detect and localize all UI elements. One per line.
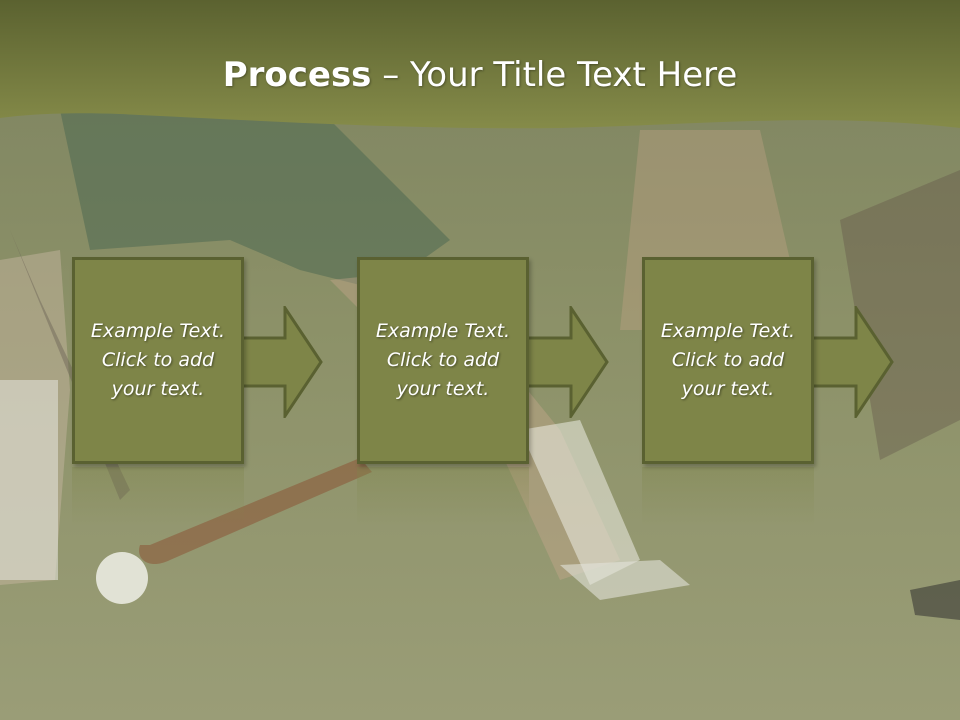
hockey-stick [139, 458, 372, 565]
sock-left [0, 380, 58, 580]
hockey-ball [96, 552, 148, 604]
title-rest: – Your Title Text Here [371, 55, 738, 95]
slide-title[interactable]: Process – Your Title Text Here [0, 52, 960, 98]
box-reflection-2 [357, 467, 529, 525]
box-reflection-1 [72, 467, 244, 525]
player-shoe-right [910, 580, 960, 620]
box-reflection-3 [642, 467, 814, 525]
header-band [0, 0, 960, 129]
step-box-3[interactable]: Example Text. Click to add your text. [642, 257, 814, 464]
arrow-2 [521, 306, 609, 418]
title-bold: Process [222, 55, 372, 95]
step-text-1[interactable]: Example Text. Click to add your text. [90, 320, 226, 400]
step-box-1[interactable]: Example Text. Click to add your text. [72, 257, 244, 464]
player-shorts-shape [60, 110, 450, 290]
shoe-mid [560, 560, 690, 600]
arrow-1 [235, 306, 323, 418]
step-box-2[interactable]: Example Text. Click to add your text. [357, 257, 529, 464]
step-text-2[interactable]: Example Text. Click to add your text. [375, 320, 511, 400]
sock-mid [520, 420, 640, 585]
arrow-3 [806, 306, 894, 418]
step-text-3[interactable]: Example Text. Click to add your text. [660, 320, 796, 400]
